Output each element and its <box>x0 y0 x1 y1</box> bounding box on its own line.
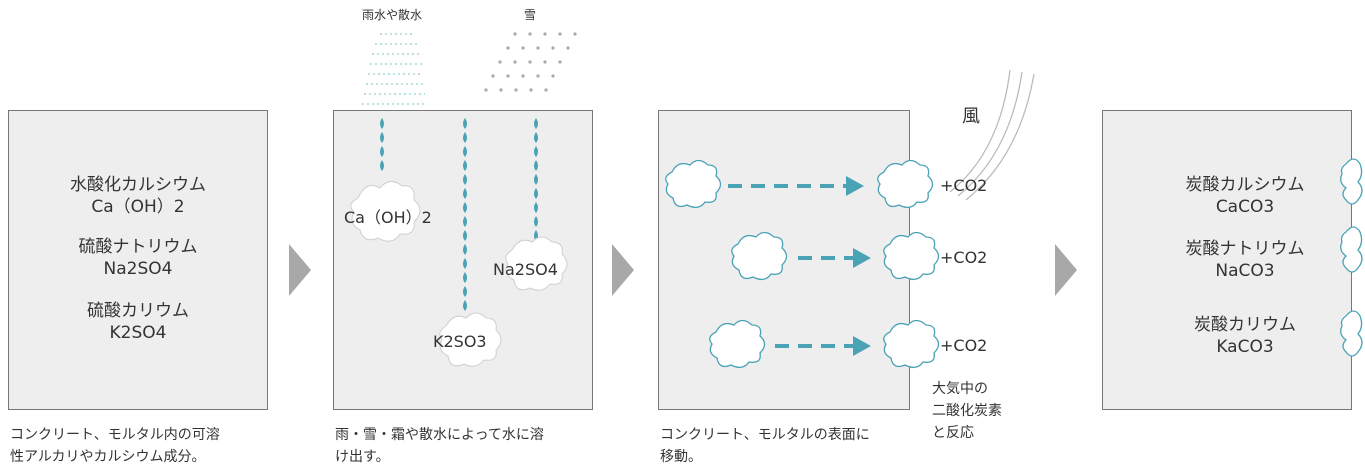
panel1-line-2: Ca（OH）2 <box>91 197 185 217</box>
panel1-line-5: 硫酸カリウム <box>87 301 189 321</box>
co2-label-1: +CO2 <box>940 176 988 195</box>
panel-soluble-components <box>8 110 268 410</box>
panel1-caption-2: 性アルカリやカルシウム成分。 <box>10 449 206 465</box>
panel2-caption-1: 雨・雪・霜や散水によって水に溶 <box>335 427 544 443</box>
water-drops-middle <box>463 118 467 311</box>
migration-row-1 <box>665 159 934 209</box>
panel1-line-1: 水酸化カルシウム <box>70 175 206 195</box>
panel1-line-6: K2SO4 <box>109 323 167 343</box>
cloud-shape-ca <box>350 181 421 242</box>
next-step-arrow-2 <box>612 244 634 296</box>
panel4-line-3: 炭酸ナトリウム <box>1185 239 1305 259</box>
panel4-line-5: 炭酸カリウム <box>1194 315 1296 335</box>
panel4-line-2: CaCO3 <box>1215 197 1275 217</box>
next-step-arrow-3 <box>1055 244 1077 296</box>
panel-efflorescence <box>1102 110 1352 410</box>
co2-label-2: +CO2 <box>940 248 988 267</box>
panel4-line-1: 炭酸カルシウム <box>1185 175 1305 195</box>
next-step-arrow-1 <box>289 244 311 296</box>
air-note-3: と反応 <box>932 425 974 441</box>
air-note-1: 大気中の <box>932 381 988 397</box>
molecule-ca-oh2: Ca（OH）2 <box>344 208 432 227</box>
snow-pattern <box>484 32 577 92</box>
panel1-caption-1: コンクリート、モルタル内の可溶 <box>10 427 220 443</box>
cloud-shape-k <box>439 312 502 367</box>
panel1-line-3: 硫酸ナトリウム <box>78 237 198 257</box>
co2-label-3: +CO2 <box>940 336 988 355</box>
rain-pattern <box>362 33 426 105</box>
panel2-caption-2: け出す。 <box>335 449 390 465</box>
wind-label: 風 <box>962 106 980 127</box>
panel1-line-4: Na2SO4 <box>103 259 173 279</box>
molecule-na2so4: Na2SO4 <box>493 260 558 279</box>
panel4-line-4: NaCO3 <box>1215 261 1275 281</box>
water-drops-right <box>534 118 538 241</box>
snow-label: 雪 <box>524 8 537 22</box>
migration-row-3 <box>709 319 940 369</box>
panel3-caption-2: 移動。 <box>660 449 702 465</box>
wind-lines <box>949 69 1035 201</box>
cloud-shape-na <box>505 236 568 291</box>
migration-row-2 <box>731 231 940 281</box>
panel4-line-6: KaCO3 <box>1216 337 1274 357</box>
molecule-k2so3: K2SO3 <box>433 332 487 351</box>
air-note-2: 二酸化炭素 <box>932 403 1002 419</box>
panel3-caption-1: コンクリート、モルタルの表面に <box>660 427 870 443</box>
rain-label: 雨水や散水 <box>362 8 423 22</box>
water-drops-left <box>380 118 384 171</box>
